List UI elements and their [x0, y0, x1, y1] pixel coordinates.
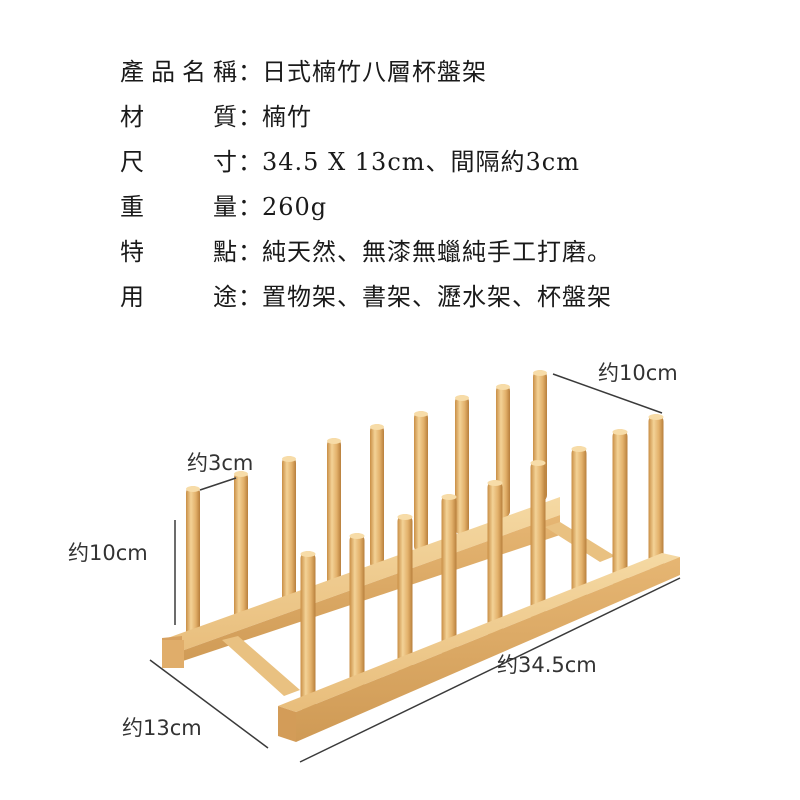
spec-colon: ： — [238, 238, 263, 266]
spec-label: 重量 — [120, 193, 238, 221]
dimension-label-depth-bottom: 约13cm — [122, 716, 202, 740]
front-pegs-peg-2 — [349, 533, 365, 692]
dimension-label-length: 约34.5cm — [497, 653, 597, 677]
spec-value-size: 34.5 X 13cm、間隔約3cm — [262, 148, 580, 176]
back-pegs-peg-2 — [234, 471, 248, 625]
dimension-label-spacing: 约3cm — [187, 451, 253, 475]
spec-value-features: 純天然、無漆無蠟純手工打磨。 — [262, 238, 612, 266]
front-base-rail — [278, 553, 680, 742]
front-pegs-peg-1 — [300, 551, 316, 712]
back-pegs-peg-3 — [282, 456, 296, 605]
spec-colon: ： — [238, 283, 263, 311]
spec-colon: ： — [238, 103, 263, 131]
spec-value-material: 楠竹 — [262, 103, 312, 131]
back-pegs-peg-cap-6 — [414, 411, 428, 417]
back-pegs-peg-cap-2 — [234, 471, 248, 477]
front-pegs-peg-9 — [648, 414, 664, 572]
front-pegs-peg-cap-1 — [300, 551, 316, 557]
cross-connector-left — [222, 636, 300, 696]
front-pegs-peg-cap-3 — [397, 514, 413, 520]
back-pegs-peg-cap-8 — [496, 384, 510, 390]
front-pegs-peg-3 — [397, 514, 413, 675]
spec-row-usage: 用途 ： 置物架、書架、瀝水架、杯盤架 — [120, 277, 740, 322]
front-pegs-peg-cap-6 — [530, 460, 546, 466]
spec-colon: ： — [238, 58, 263, 86]
front-pegs-peg-7 — [571, 446, 587, 604]
spec-label: 特點 — [120, 238, 238, 266]
spec-value-usage: 置物架、書架、瀝水架、杯盤架 — [262, 283, 612, 311]
back-pegs-peg-cap-7 — [455, 395, 469, 401]
front-pegs-peg-8 — [612, 429, 628, 588]
spec-row-material: 材質 ： 楠竹 — [120, 97, 740, 142]
spec-label: 用途 — [120, 283, 238, 311]
back-pegs-peg-6 — [414, 411, 428, 553]
front-pegs-peg-cap-2 — [349, 533, 365, 539]
front-pegs-peg-cap-8 — [612, 429, 628, 435]
front-pegs-peg-cap-5 — [487, 480, 503, 486]
back-pegs-peg-cap-4 — [327, 438, 341, 444]
spec-label: 材質 — [120, 103, 238, 131]
front-pegs-peg-5 — [487, 480, 503, 640]
spec-row-features: 特點 ： 純天然、無漆無蠟純手工打磨。 — [120, 232, 740, 277]
front-row-pegs — [300, 414, 664, 712]
back-pegs-peg-cap-3 — [282, 456, 296, 462]
back-pegs-peg-5 — [370, 424, 384, 570]
back-pegs-peg-1 — [186, 486, 200, 645]
spec-label: 產品名稱 — [120, 58, 238, 86]
spec-colon: ： — [238, 148, 263, 176]
spec-list: 產品名稱 ： 日式楠竹八層杯盤架 材質 ： 楠竹 尺寸 ： 34.5 X 13c… — [120, 52, 740, 322]
spec-value-weight: 260g — [262, 193, 328, 221]
front-pegs-peg-6 — [530, 460, 546, 622]
front-pegs-peg-cap-4 — [441, 494, 457, 500]
back-pegs-peg-cap-9 — [533, 370, 547, 376]
spec-label: 尺寸 — [120, 148, 238, 176]
dimension-label-height: 约10cm — [68, 541, 148, 565]
front-pegs-peg-4 — [441, 494, 457, 658]
dimension-lines — [149, 373, 681, 763]
back-pegs-peg-7 — [455, 395, 469, 535]
spec-row-weight: 重量 ： 260g — [120, 187, 740, 232]
front-pegs-peg-cap-7 — [571, 446, 587, 452]
back-pegs-peg-cap-1 — [186, 486, 200, 492]
spec-value-name: 日式楠竹八層杯盤架 — [262, 58, 487, 86]
back-pegs-peg-cap-5 — [370, 424, 384, 430]
spec-row-size: 尺寸 ： 34.5 X 13cm、間隔約3cm — [120, 142, 740, 187]
rack-illustration: 约10cm 约3cm 约10cm 约34.5cm 约13cm — [68, 361, 681, 763]
back-pegs-peg-4 — [327, 438, 341, 588]
dimension-label-depth-top: 约10cm — [598, 361, 678, 385]
spec-row-name: 產品名稱 ： 日式楠竹八層杯盤架 — [120, 52, 740, 97]
spec-colon: ： — [238, 193, 263, 221]
front-pegs-peg-cap-9 — [648, 414, 664, 420]
